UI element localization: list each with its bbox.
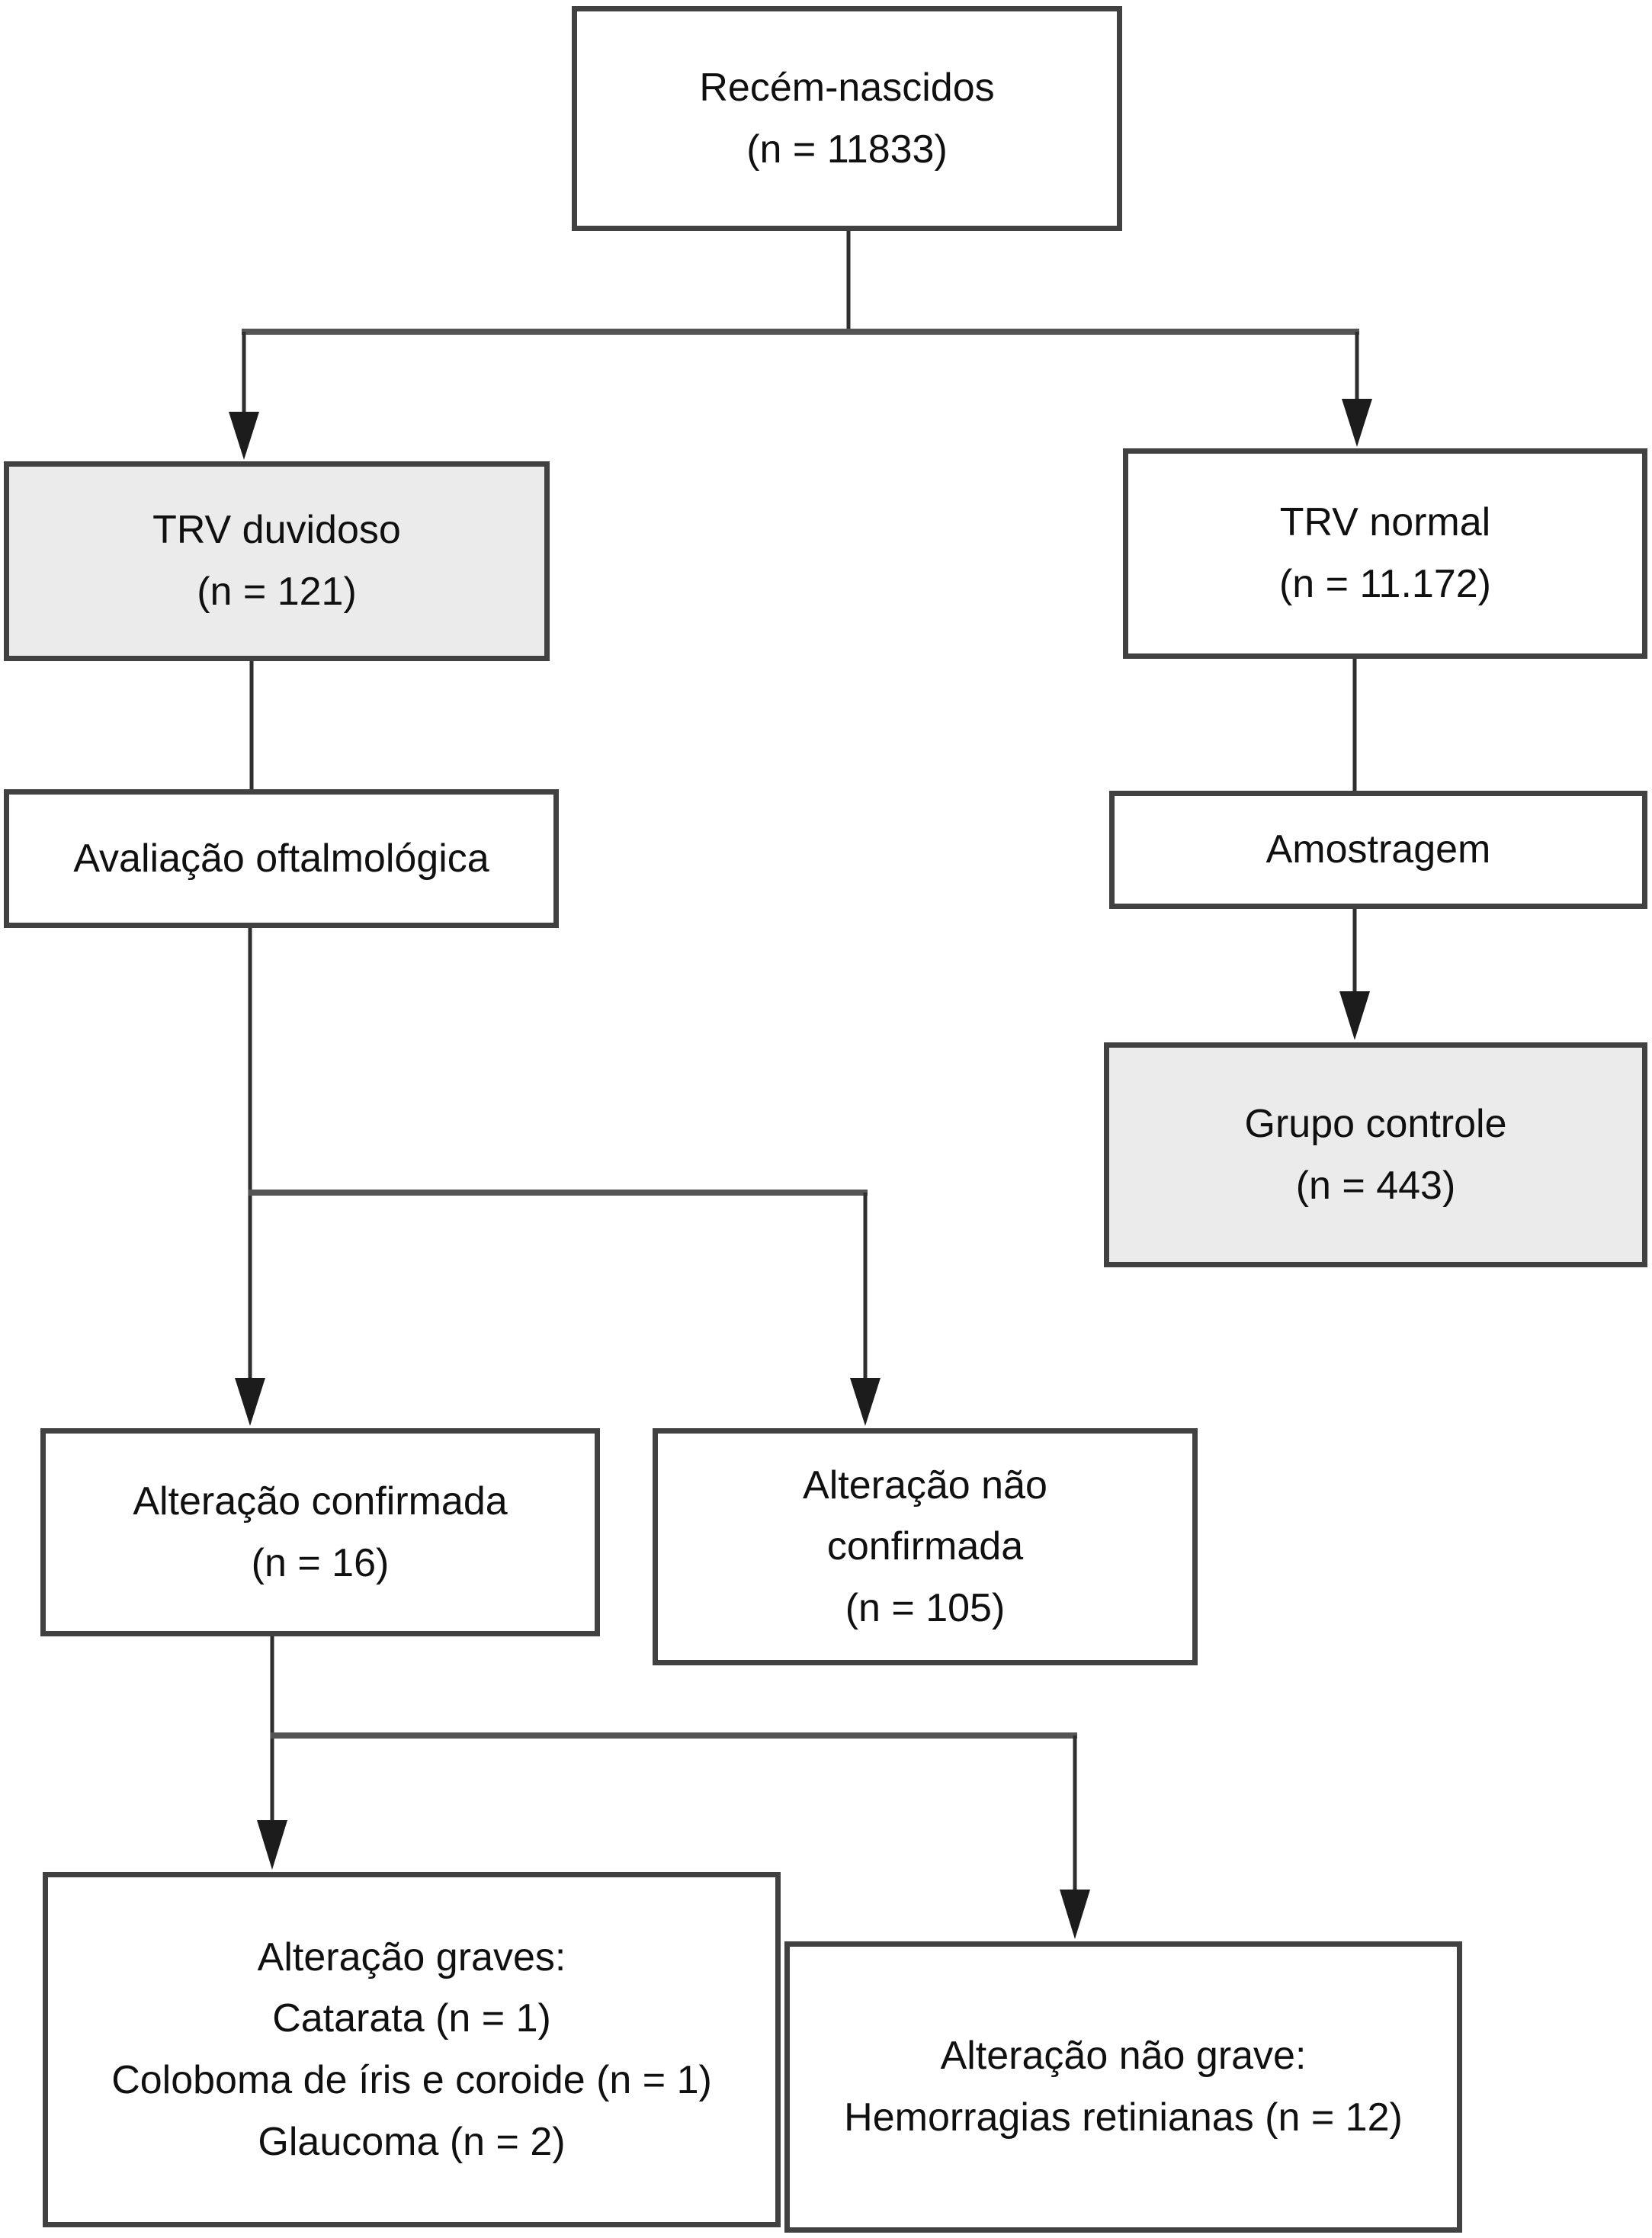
arrowhead-alteracoes-graves — [257, 1820, 287, 1870]
node-trv-duvidoso: TRV duvidoso (n = 121) — [4, 461, 550, 661]
node-item: Catarata (n = 1) — [272, 1996, 551, 2041]
node-label: Alteração não grave: — [940, 2034, 1307, 2079]
node-item: Glaucoma (n = 2) — [258, 2119, 566, 2164]
node-label: Alteração graves: — [257, 1935, 566, 1980]
node-count: (n = 11833) — [746, 127, 948, 172]
arrowhead-trv-normal — [1342, 399, 1372, 447]
node-alteracao-confirmada: Alteração confirmada (n = 16) — [40, 1428, 600, 1636]
arrowhead-trv-duvidoso — [229, 412, 259, 460]
node-count: (n = 16) — [251, 1540, 390, 1585]
node-avaliacao-oftalmologica: Avaliação oftalmológica — [4, 789, 559, 928]
node-label: Avaliação oftalmológica — [73, 836, 489, 881]
node-grupo-controle: Grupo controle (n = 443) — [1104, 1042, 1647, 1267]
node-item: Hemorragias retinianas (n = 12) — [844, 2095, 1403, 2140]
node-recem-nascidos: Recém-nascidos (n = 11833) — [572, 6, 1122, 231]
node-label: Recém-nascidos — [699, 65, 995, 110]
node-label: Alteração não — [803, 1463, 1047, 1508]
node-label: Grupo controle — [1244, 1101, 1507, 1146]
node-count: (n = 105) — [845, 1585, 1006, 1630]
arrowhead-alteracao-confirmada — [235, 1378, 265, 1426]
node-label: Amostragem — [1265, 827, 1491, 872]
node-item: Coloboma de íris e coroide (n = 1) — [111, 2058, 712, 2102]
node-alteracao-nao-grave: Alteração não grave: Hemorragias retinia… — [784, 1941, 1462, 2233]
node-alteracao-nao-confirmada: Alteração não confirmada (n = 105) — [653, 1428, 1198, 1665]
node-count: (n = 443) — [1295, 1163, 1456, 1208]
node-label: confirmada — [826, 1524, 1024, 1569]
arrowhead-alteracao-nao-confirmada — [850, 1378, 881, 1426]
node-count: (n = 121) — [197, 570, 357, 614]
node-amostragem: Amostragem — [1109, 791, 1647, 909]
node-label: TRV normal — [1279, 500, 1491, 545]
node-label: TRV duvidoso — [152, 508, 401, 553]
node-trv-normal: TRV normal (n = 11.172) — [1123, 448, 1647, 659]
arrowhead-grupo-controle — [1339, 991, 1370, 1040]
node-count: (n = 11.172) — [1278, 562, 1491, 606]
node-alteracoes-graves: Alteração graves: Catarata (n = 1) Colob… — [43, 1872, 781, 2227]
arrowhead-alteracao-nao-grave — [1060, 1890, 1090, 1939]
node-label: Alteração confirmada — [133, 1479, 508, 1524]
